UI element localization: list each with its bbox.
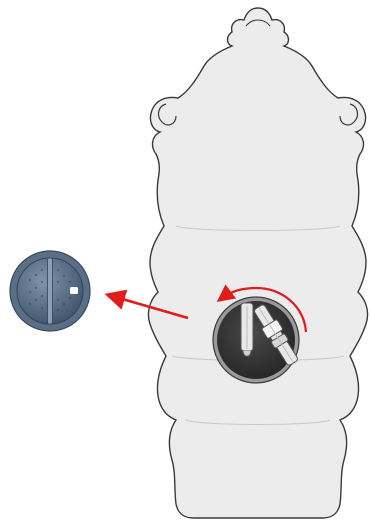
round-cover-divider (47, 257, 53, 325)
unit-body-outline (147, 7, 369, 519)
counterclockwise-arrow-icon (216, 284, 308, 333)
left-scroll-curl (157, 103, 177, 126)
body-inner-line-1 (175, 225, 341, 231)
left-arrow-icon (104, 289, 189, 320)
top-finial (245, 19, 271, 27)
round-cover-texture (28, 268, 72, 312)
round-cover-tab (70, 287, 78, 294)
right-scroll-curl (339, 103, 359, 126)
body-inner-line-3 (185, 419, 331, 425)
round-cover-icon (9, 250, 91, 332)
hose-fitting-icon (240, 302, 254, 357)
access-panel-icon (212, 296, 300, 384)
unit-body (147, 7, 369, 519)
hose-connector-icon (254, 304, 298, 366)
